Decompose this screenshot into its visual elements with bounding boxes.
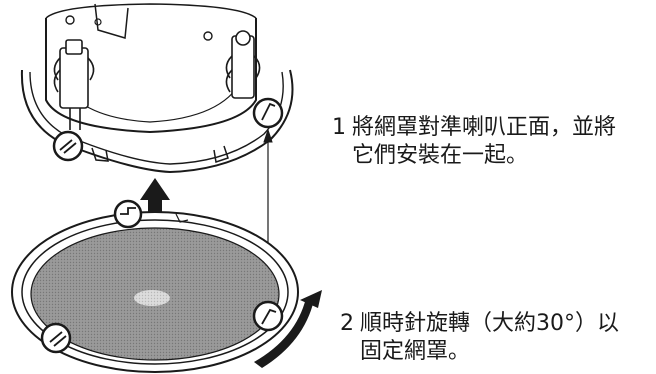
step-1-line-2: 它們安裝在一起。 [352,143,529,168]
alignment-marker-grille-left [40,322,72,354]
step-2-number: 2 [340,311,354,336]
rotate-clockwise-arrow-icon [254,290,322,368]
grille-center [134,290,170,306]
speaker-body [20,3,294,174]
alignment-marker-speaker-right [252,97,284,129]
alignment-marker-grille-right [252,300,284,332]
speaker-cylinder [45,18,257,134]
grille [11,211,299,373]
step-1-line-1: 將網罩對準喇叭正面，並將 [352,115,617,140]
right-clamp [225,30,261,99]
step-1-number: 1 [332,115,346,140]
left-clamp [53,39,95,130]
alignment-marker-speaker-left [52,130,84,162]
step-2-line-2: 固定網罩。 [360,339,471,364]
step-2-line-1: 順時針旋轉（大約30°）以 [360,311,619,336]
alignment-marker-grille-top [113,199,143,229]
mounting-ring [20,69,294,174]
